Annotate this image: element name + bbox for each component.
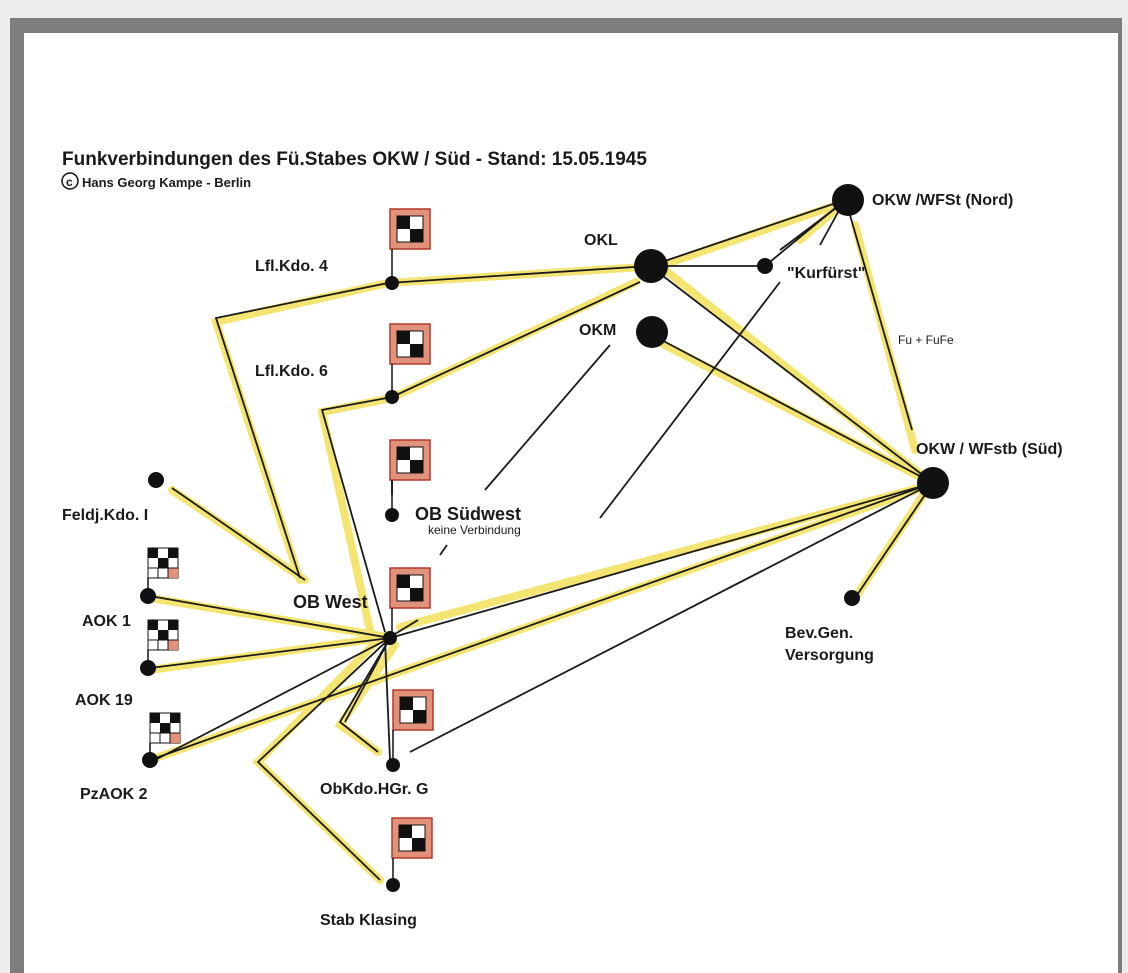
- okl-label: OKL: [584, 232, 618, 249]
- bev-gen-label-line2: Versorgung: [785, 647, 874, 664]
- aok1-node: [140, 588, 156, 604]
- diagram-title: Funkverbindungen des Fü.Stabes OKW / Süd…: [62, 149, 647, 170]
- pzaok2-label: PzAOK 2: [80, 786, 148, 803]
- copyright-symbol: c: [66, 175, 73, 189]
- keine-verbindung-label: keine Verbindung: [428, 523, 521, 537]
- ob-west-label: OB West: [293, 592, 368, 612]
- okl-node: [634, 249, 668, 283]
- diagram-paper: [24, 33, 1118, 973]
- ob-suedwest-label: OB Südwest: [415, 504, 521, 524]
- highlight-strokes: [146, 198, 934, 884]
- diagram-credit: Hans Georg Kampe - Berlin: [82, 175, 251, 190]
- kurfuerst-node: [757, 258, 773, 274]
- lfl4-node: [385, 276, 399, 290]
- okw-sued-label: OKW / WFstb (Süd): [916, 441, 1063, 458]
- flag-icon: [392, 689, 434, 765]
- flag-icon: [391, 817, 433, 885]
- okw-nord-node: [832, 184, 864, 216]
- copyright-icon: [61, 172, 79, 190]
- flag-icon: [389, 208, 431, 283]
- small-flag-icon: [147, 547, 179, 596]
- pzaok2-node: [142, 752, 158, 768]
- obkdo-label: ObKdo.HGr. G: [320, 781, 428, 798]
- okm-node: [636, 316, 668, 348]
- small-flag-icon: [147, 619, 179, 668]
- bev-gen-node: [844, 590, 860, 606]
- aok19-node: [140, 660, 156, 676]
- bev-gen-label-line1: Bev.Gen.: [785, 625, 853, 642]
- feldj-label: Feldj.Kdo. I: [62, 507, 148, 524]
- okw-sued-node: [917, 467, 949, 499]
- aok1-label: AOK 1: [82, 613, 131, 630]
- kurfuerst-label: "Kurfürst": [787, 265, 865, 282]
- stab-klasing-label: Stab Klasing: [320, 912, 417, 929]
- lfl6-label: Lfl.Kdo. 6: [255, 363, 328, 380]
- lfl4-label: Lfl.Kdo. 4: [255, 258, 328, 275]
- okm-label: OKM: [579, 322, 616, 339]
- connection-lines: [149, 199, 934, 881]
- fu-fufe-edge-label: Fu + FuFe: [898, 333, 954, 347]
- okw-nord-label: OKW /WFSt (Nord): [872, 192, 1013, 209]
- stab-klasing-node: [386, 878, 400, 892]
- aok19-label: AOK 19: [75, 692, 133, 709]
- obkdo-node: [386, 758, 400, 772]
- lfl6-node: [385, 390, 399, 404]
- feldj-node: [148, 472, 164, 488]
- ob-suedwest-node: [385, 508, 399, 522]
- ob-west-node: [383, 631, 397, 645]
